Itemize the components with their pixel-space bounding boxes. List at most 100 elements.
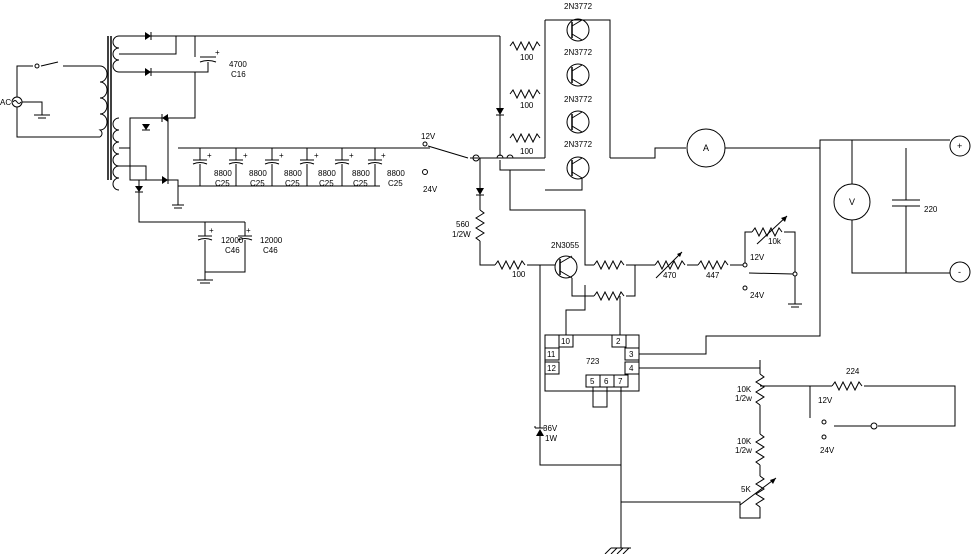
transistor-q1: 2N3772 [564,2,593,42]
svg-text:+: + [246,226,251,235]
q2-label: 2N3772 [564,48,593,57]
r560-value: 560 [456,220,470,229]
voltmeter-label: V [849,197,855,207]
r224-label: 224 [846,367,860,376]
c16-ref: C16 [231,70,246,79]
ammeter-label: A [703,143,709,153]
cap-value: 8800 [284,169,302,178]
cap-value: 8800 [318,169,336,178]
cap-ref: C25 [353,179,368,188]
transistor-q4: 2N3772 [564,140,593,180]
bridge-rectifier [119,72,205,223]
rb1-value: 100 [520,53,534,62]
rdiv-top-rating: 1/2w [735,394,752,403]
zener-diode: 36V 1W [534,424,621,466]
pin-7: 7 [618,377,623,386]
c46a-ref: C46 [225,246,240,255]
output-cap-label: 220 [924,205,938,214]
cap-bank-4: + 8800 C25 [299,148,336,188]
pot10k-label: 10k [768,237,782,246]
ground-symbol [604,547,631,554]
rdiv-mid-value: 10K [737,437,752,446]
c46-caps: + + 12000 C46 12000 C46 [197,221,283,284]
transformer [98,35,120,191]
base-resistors: 100 100 100 [509,40,541,156]
output-switch: 12V 24V 224 [760,367,956,455]
pot5k-label: 5K [741,485,751,494]
pin-2: 2 [616,337,621,346]
r100-base-value: 100 [512,270,526,279]
regulator-723: 10 2 11 3 12 4 5 6 7 723 [539,148,821,548]
ac-label: AC [0,98,11,107]
collector-bus: 560 1/2W [452,36,586,266]
cap-bank-1: + 8800 C25 [192,148,232,188]
main-switch-24v: 24V [423,185,438,194]
pot470-label: 470 [663,271,677,280]
driver-label: 2N3055 [551,241,580,250]
svg-text:+: + [215,48,220,57]
rb3-value: 100 [520,147,534,156]
zener-rating: 1W [545,434,557,443]
cap-ref: C25 [250,179,265,188]
primary-wiring [16,61,100,138]
ac-source: AC [0,96,23,108]
upper-rectifier: + 4700 C16 [119,32,500,79]
terminal-pos-label: + [957,141,962,151]
pin-10: 10 [561,337,570,346]
zener-value: 36V [543,424,558,433]
terminal-negative: - [949,261,971,283]
cap-ref: C25 [319,179,334,188]
filter-bank: + 8800 C25 + 8800 C25 + 8800 C25 [178,147,430,188]
svg-text:+: + [349,151,354,160]
sense-12v: 12V [750,253,765,262]
svg-text:+: + [314,151,319,160]
rdiv-mid-rating: 1/2w [735,446,752,455]
q4-label: 2N3772 [564,140,593,149]
svg-text:+: + [209,226,214,235]
pin-6: 6 [604,377,609,386]
out-24v: 24V [820,446,835,455]
cap-bank-3: + 8800 C25 [264,148,302,188]
pin-3: 3 [629,350,634,359]
sense-24v: 24V [750,291,765,300]
q1-label: 2N3772 [564,2,593,11]
voltage-divider: 10K 1/2w 10K 1/2w 5K [621,360,777,519]
terminal-neg-label: - [958,267,961,277]
pin-11: 11 [547,350,556,359]
ammeter: A [686,128,950,168]
main-switch-12v: 12V [421,132,436,141]
out-12v: 12V [818,396,833,405]
power-stage: 2N3772 2N3772 2N3772 2N3772 100 [509,2,686,191]
rb2-value: 100 [520,101,534,110]
transistor-q2: 2N3772 [564,48,593,87]
svg-text:+: + [381,151,386,160]
q3-label: 2N3772 [564,95,593,104]
voltmeter: V [833,140,950,274]
cap-bank-6: + 8800 C25 [367,148,405,188]
output-cap: 220 [892,148,938,273]
cap-ref: C25 [285,179,300,188]
regulator-label: 723 [586,357,600,366]
c46b-ref: C46 [263,246,278,255]
cap-value: 8800 [352,169,370,178]
cap-bank-2: + 8800 C25 [228,148,267,188]
pin-5: 5 [590,377,595,386]
r560-rating: 1/2W [452,230,471,239]
c46a-value: 12000 [221,236,244,245]
svg-text:+: + [243,151,248,160]
cap-value: 8800 [214,169,232,178]
sense-switch: 12V 24V 10k [742,215,802,308]
terminal-positive: + [949,135,971,157]
cap-ref: C25 [215,179,230,188]
cap-ref: C25 [388,179,403,188]
c46b-value: 12000 [260,236,283,245]
pin-12: 12 [547,364,556,373]
cap-bank-5: + 8800 C25 [334,148,370,188]
main-switch: 12V 24V [421,132,545,194]
cap-value: 8800 [249,169,267,178]
svg-text:+: + [207,151,212,160]
r447-label: 447 [706,271,720,280]
pin-4: 4 [629,364,634,373]
